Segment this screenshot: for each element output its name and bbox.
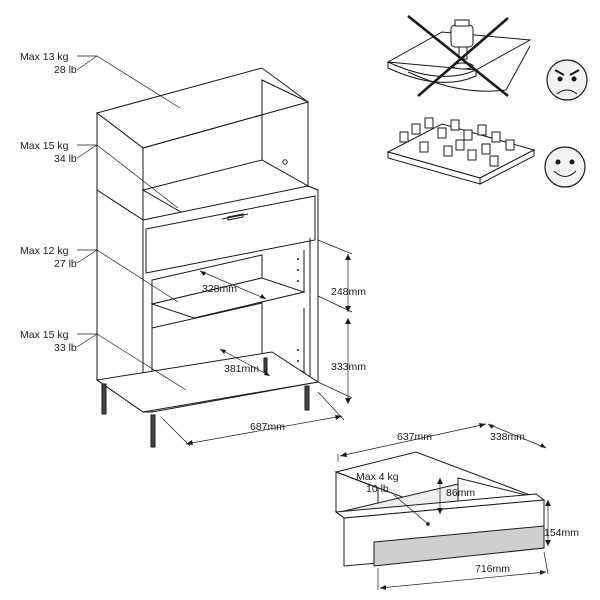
- flat-board-top: [386, 123, 536, 179]
- drawer-load-kg: Max 4 kg: [356, 471, 399, 483]
- load-top-kg: Max 13 kg: [20, 51, 69, 63]
- load-top-lb: 28 lb: [54, 64, 77, 76]
- load-bottom-lb: 33 lb: [54, 342, 77, 354]
- heavy-weight: [450, 24, 474, 48]
- drawer-load-lb: 10 lb: [366, 483, 389, 495]
- cabinet-dimensions: 328mm 248mm 381mm 333mm 687mm: [161, 239, 366, 447]
- load-bottom-kg: Max 15 kg: [20, 329, 69, 341]
- cross-out-icon: [407, 14, 509, 98]
- drawer-box: [334, 451, 546, 567]
- dim-bottom-height: 333mm: [331, 361, 366, 373]
- cabinet: [95, 67, 320, 448]
- drawer-dim-depth: 338mm: [490, 431, 525, 443]
- drawer-dim-inner-height: 86mm: [446, 487, 475, 499]
- wrong-load-illustration: [386, 14, 588, 101]
- dim-bottom-depth: 381mm: [224, 363, 259, 375]
- smiley-face-icon: [544, 146, 586, 188]
- cable-hole: [282, 159, 288, 165]
- load-labels: Max 13 kg 28 lb Max 15 kg 34 lb Max 12 k…: [20, 51, 187, 391]
- drawer-dim-inner-width: 637mm: [397, 431, 432, 443]
- load-middle-kg: Max 12 kg: [20, 245, 69, 257]
- load-upper-kg: Max 15 kg: [20, 140, 69, 152]
- small-weights: [399, 117, 515, 167]
- shelf-pin-holes: [297, 258, 299, 373]
- load-middle-lb: 27 lb: [54, 258, 77, 270]
- load-upper-lb: 34 lb: [54, 153, 77, 165]
- drawer-dimensions: 637mm 338mm 86mm 154mm 716mm Max 4 kg 10…: [337, 423, 579, 590]
- dim-cabinet-width: 687mm: [250, 421, 285, 433]
- right-load-illustration: [386, 117, 586, 188]
- cabinet-legs: [101, 357, 310, 448]
- dim-shelf-height: 248mm: [331, 286, 366, 298]
- cabinet-drawer-front: [145, 195, 316, 274]
- angry-face-icon: [546, 59, 588, 101]
- drawer-dim-width: 716mm: [475, 563, 510, 575]
- drawer-dim-height: 154mm: [544, 527, 579, 539]
- bent-board-sag: [387, 61, 477, 83]
- dim-shelf-depth: 328mm: [202, 283, 237, 295]
